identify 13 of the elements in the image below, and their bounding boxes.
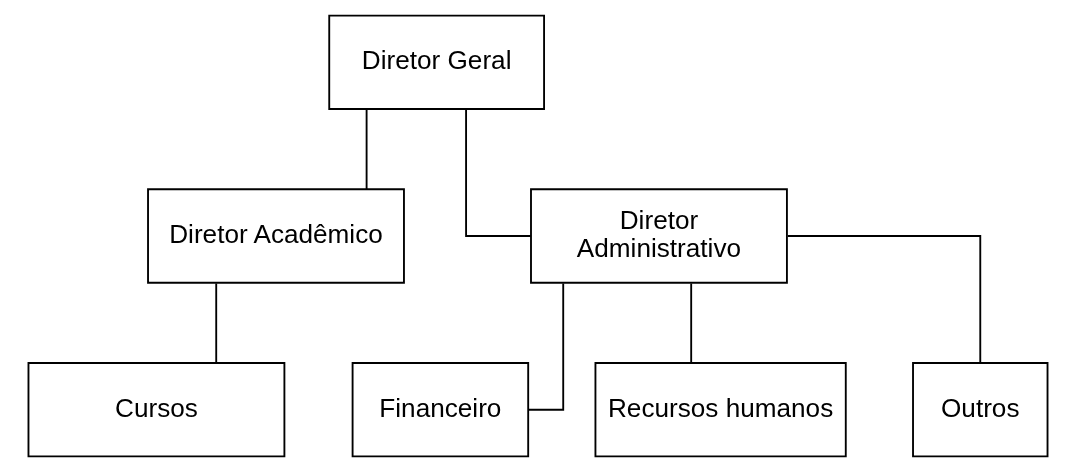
node-box: Diretor Acadêmico [147, 188, 405, 284]
connector [527, 282, 565, 411]
connector [215, 282, 218, 364]
node-box: Recursos humanos [594, 362, 847, 458]
node-box: Financeiro [351, 362, 530, 458]
node-box: Diretor Administrativo [530, 188, 788, 284]
connector [465, 108, 532, 237]
connector [690, 282, 693, 364]
node-box: Cursos [27, 362, 286, 458]
connector [365, 108, 368, 191]
connector [786, 235, 982, 364]
node-box: Diretor Geral [328, 14, 545, 110]
node-box: Outros [912, 362, 1049, 458]
